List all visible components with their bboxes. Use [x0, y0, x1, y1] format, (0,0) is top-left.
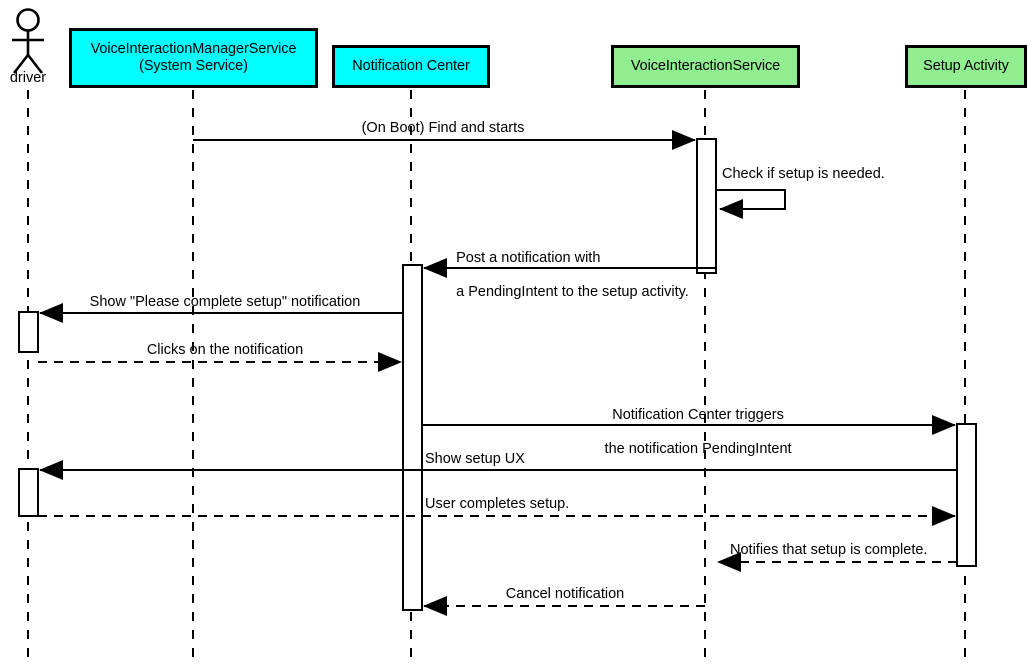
participant-box-voiceinteractionmanagerservice[interactable]: VoiceInteractionManagerService (System S…: [69, 28, 318, 88]
participant-box-notification-center[interactable]: Notification Center: [332, 45, 490, 88]
message-label-post-a-notification: Post a notification with a PendingIntent…: [440, 233, 740, 319]
message-label-notification-center-triggers-pendingintent: Notification Center triggers the notific…: [490, 390, 890, 476]
activation-bar-vis: [696, 138, 717, 274]
message-label-trigger-line2: the notification PendingIntent: [604, 441, 792, 458]
message-label-clicks-on-the-notification: Clicks on the notification: [146, 342, 304, 358]
message-label-trigger-line1: Notification Center triggers: [612, 407, 784, 424]
actor-driver-figure: [12, 8, 44, 74]
participant-label-voiceinteractionmanagerservice: VoiceInteractionManagerService (System S…: [85, 41, 303, 75]
activation-bar-driver-1: [18, 311, 39, 353]
participant-label-line2: (System Service): [139, 58, 248, 74]
message-label-post-line1: Post a notification with: [456, 250, 601, 267]
message-label-on-boot-find-and-starts: (On Boot) Find and starts: [361, 120, 525, 136]
message-label-post-line2: a PendingIntent to the setup activity.: [456, 284, 689, 301]
message-label-cancel-notification: Cancel notification: [505, 586, 625, 602]
activation-bar-notification-center: [402, 264, 423, 611]
participant-label-notification-center: Notification Center: [352, 57, 470, 74]
participant-box-voiceinteractionservice[interactable]: VoiceInteractionService: [611, 45, 800, 88]
actor-label-driver-text: driver: [9, 70, 47, 86]
message-label-show-setup-ux: Show setup UX: [425, 451, 525, 467]
activation-bar-setup-activity: [956, 423, 977, 567]
message-arrow-check-if-setup-is-needed: [716, 189, 786, 219]
participant-label-voiceinteractionservice: VoiceInteractionService: [630, 57, 781, 74]
participant-label-setup-activity: Setup Activity: [923, 57, 1009, 74]
activation-bar-driver-2: [18, 468, 39, 517]
participant-label-line1: VoiceInteractionManagerService: [90, 40, 297, 57]
participant-box-setup-activity[interactable]: Setup Activity: [905, 45, 1027, 88]
message-label-notifies-that-setup-is-complete: Notifies that setup is complete.: [730, 542, 928, 558]
message-label-check-if-setup-is-needed: Check if setup is needed.: [722, 166, 885, 182]
actor-label-driver: driver: [0, 70, 56, 86]
message-label-user-completes-setup: User completes setup.: [425, 496, 570, 512]
message-label-show-please-complete-setup-notification: Show "Please complete setup" notificatio…: [89, 294, 361, 310]
